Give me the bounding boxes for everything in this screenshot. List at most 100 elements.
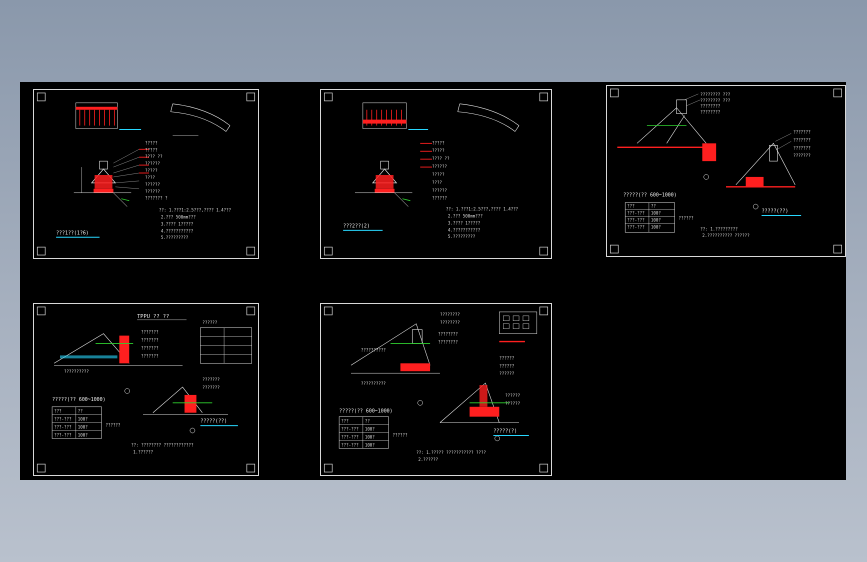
schedule-table-top [200, 327, 253, 364]
schedule-table: ??? ?? ???-??? 100? ???-??? 100? ???-???… [338, 416, 389, 449]
note: 5.????????? [448, 234, 476, 239]
svg-text:????????: ???????? [440, 320, 460, 325]
table-cell: ?? [365, 419, 370, 424]
svg-text:???????: ??????? [141, 345, 159, 350]
note: 2.?????????? ?????? [702, 233, 750, 238]
note: 2.?????? [418, 457, 438, 462]
svg-text:????????: ???????? [440, 312, 460, 317]
drawing-sheet-5[interactable]: ???????????????? ???????????????? ??????… [320, 303, 552, 476]
table-cell: 100? [78, 425, 88, 430]
sheet-1-drawing: ????? ????? ???? ?? ?????? ????? ???? ??… [36, 92, 256, 256]
note: ??: ???????? ???????????? [131, 442, 194, 447]
label: ???? ?? [432, 156, 450, 161]
table-cell: 100? [651, 224, 661, 229]
label: ?????? [432, 164, 447, 169]
table-cell: ??? [54, 409, 62, 414]
table-note: ?????? [393, 432, 408, 437]
label: ????? [432, 148, 445, 153]
label: ???? [432, 180, 442, 185]
table-cell: ???-??? [54, 417, 72, 422]
svg-text:????????: ???????? [438, 332, 458, 337]
table-cell: 100? [365, 427, 375, 432]
note: 4.??????????? [448, 227, 481, 232]
sheet-4-drawing: TPPU ?? ?? ?????? ?????????????? [36, 306, 256, 473]
drawing-caption: ?????(?? 600~1000) [339, 409, 393, 415]
sheet-3-drawing: ???????? ??????????? ??? ???????????????… [610, 88, 842, 254]
label: ?????? [145, 182, 160, 187]
svg-text:???????? ???: ???????? ??? [700, 98, 730, 103]
table-cell: ???-??? [341, 442, 359, 447]
table-cell: ??? [627, 204, 635, 209]
note: 2.??? 500mm??? [448, 213, 483, 218]
table-cell: ???-??? [627, 217, 645, 222]
sheet-2-drawing: ????? ????? ???? ?? ?????? ????? ???? ??… [323, 92, 549, 256]
header-label: TPPU ?? ?? [137, 314, 169, 320]
schedule-table: ??? ?? ???-??? 100? ???-??? 100? ???-???… [624, 202, 675, 233]
svg-text:???????: ??????? [141, 353, 159, 358]
label: ????? [432, 140, 445, 145]
label: ???? ?? [145, 154, 163, 159]
label: ????? [145, 168, 158, 173]
label: ????? [432, 172, 445, 177]
label: ?????? [145, 189, 160, 194]
drawing-caption: ?????(?? 600~1000) [52, 397, 106, 403]
note: 1.?????? [133, 449, 153, 454]
label: ???? [145, 175, 155, 180]
table-cell: ???-??? [54, 425, 72, 430]
drawing-caption-2: ?????(?) [493, 428, 517, 434]
note: ??: 1.????? ??????????? ???? [416, 450, 486, 455]
table-note: ?????? [679, 215, 694, 220]
svg-text:??????????: ?????????? [361, 381, 386, 386]
drawing-sheet-4[interactable]: TPPU ?? ?? ?????? ?????????????? [33, 303, 259, 476]
table-cell: 100? [365, 434, 375, 439]
table-cell: 100? [365, 442, 375, 447]
label: ?????? [432, 188, 447, 193]
drawing-caption-2: ?????(??) [762, 209, 789, 215]
drawing-sheet-1[interactable]: ????? ????? ???? ?? ?????? ????? ???? ??… [33, 89, 259, 259]
svg-text:??????: ?????? [202, 320, 217, 325]
note: ??: 1.????????? [700, 226, 738, 231]
svg-text:??????: ?????? [505, 401, 520, 406]
svg-text:???????: ??????? [793, 129, 811, 134]
svg-text:???????: ??????? [793, 153, 811, 158]
drawing-caption: ???2??(2) [343, 223, 370, 229]
drawing-caption-2: ?????(??) [200, 419, 227, 425]
svg-text:???????: ??????? [202, 377, 220, 382]
svg-text:????????: ???????? [438, 340, 458, 345]
schedule-table: ??? ?? ???-??? 100? ???-??? 100? ???-???… [51, 406, 102, 439]
label: ?????? [145, 161, 160, 166]
table-cell: ?? [78, 409, 83, 414]
label: ??????? ? [145, 196, 168, 201]
svg-text:???????: ??????? [141, 330, 159, 335]
svg-text:???????: ??????? [141, 338, 159, 343]
note: 3.???? 1????? [448, 220, 481, 225]
table-cell: ??? [341, 419, 349, 424]
note: 2.??? 500mm??? [161, 214, 196, 219]
note: 3.???? 1????? [161, 221, 194, 226]
svg-text:???????: ??????? [202, 385, 220, 390]
table-note: ?????? [105, 423, 120, 428]
label: ????? [145, 147, 158, 152]
table-cell: 100? [651, 210, 661, 215]
note: 4.??????????? [161, 228, 194, 233]
svg-text:??????: ?????? [505, 393, 520, 398]
svg-text:??????????: ?????????? [64, 369, 89, 374]
table-cell: ???-??? [627, 224, 645, 229]
label: ????? [145, 140, 158, 145]
note: ??: 1.???1:2.5???,???? 1.4??? [446, 207, 519, 212]
svg-text:??????: ?????? [499, 363, 514, 368]
table-cell: ???-??? [54, 432, 72, 437]
svg-text:???????? ???: ???????? ??? [700, 92, 730, 97]
drawing-sheet-2[interactable]: ????? ????? ???? ?? ?????? ????? ???? ??… [320, 89, 552, 259]
svg-text:??????: ?????? [499, 371, 514, 376]
svg-text:??????????: ?????????? [361, 347, 386, 352]
table-cell: ???-??? [627, 210, 645, 215]
label: ?????? [432, 196, 447, 201]
table-cell: 100? [651, 217, 661, 222]
svg-text:????????: ???????? [700, 104, 720, 109]
drawing-caption: ???1??(1?6) [56, 230, 89, 236]
drawing-sheet-3[interactable]: ???????? ??????????? ??? ???????????????… [606, 85, 846, 257]
svg-text:???????: ??????? [793, 145, 811, 150]
svg-text:???????: ??????? [793, 137, 811, 142]
drawing-canvas[interactable]: ????? ????? ???? ?? ?????? ????? ???? ??… [20, 82, 846, 480]
